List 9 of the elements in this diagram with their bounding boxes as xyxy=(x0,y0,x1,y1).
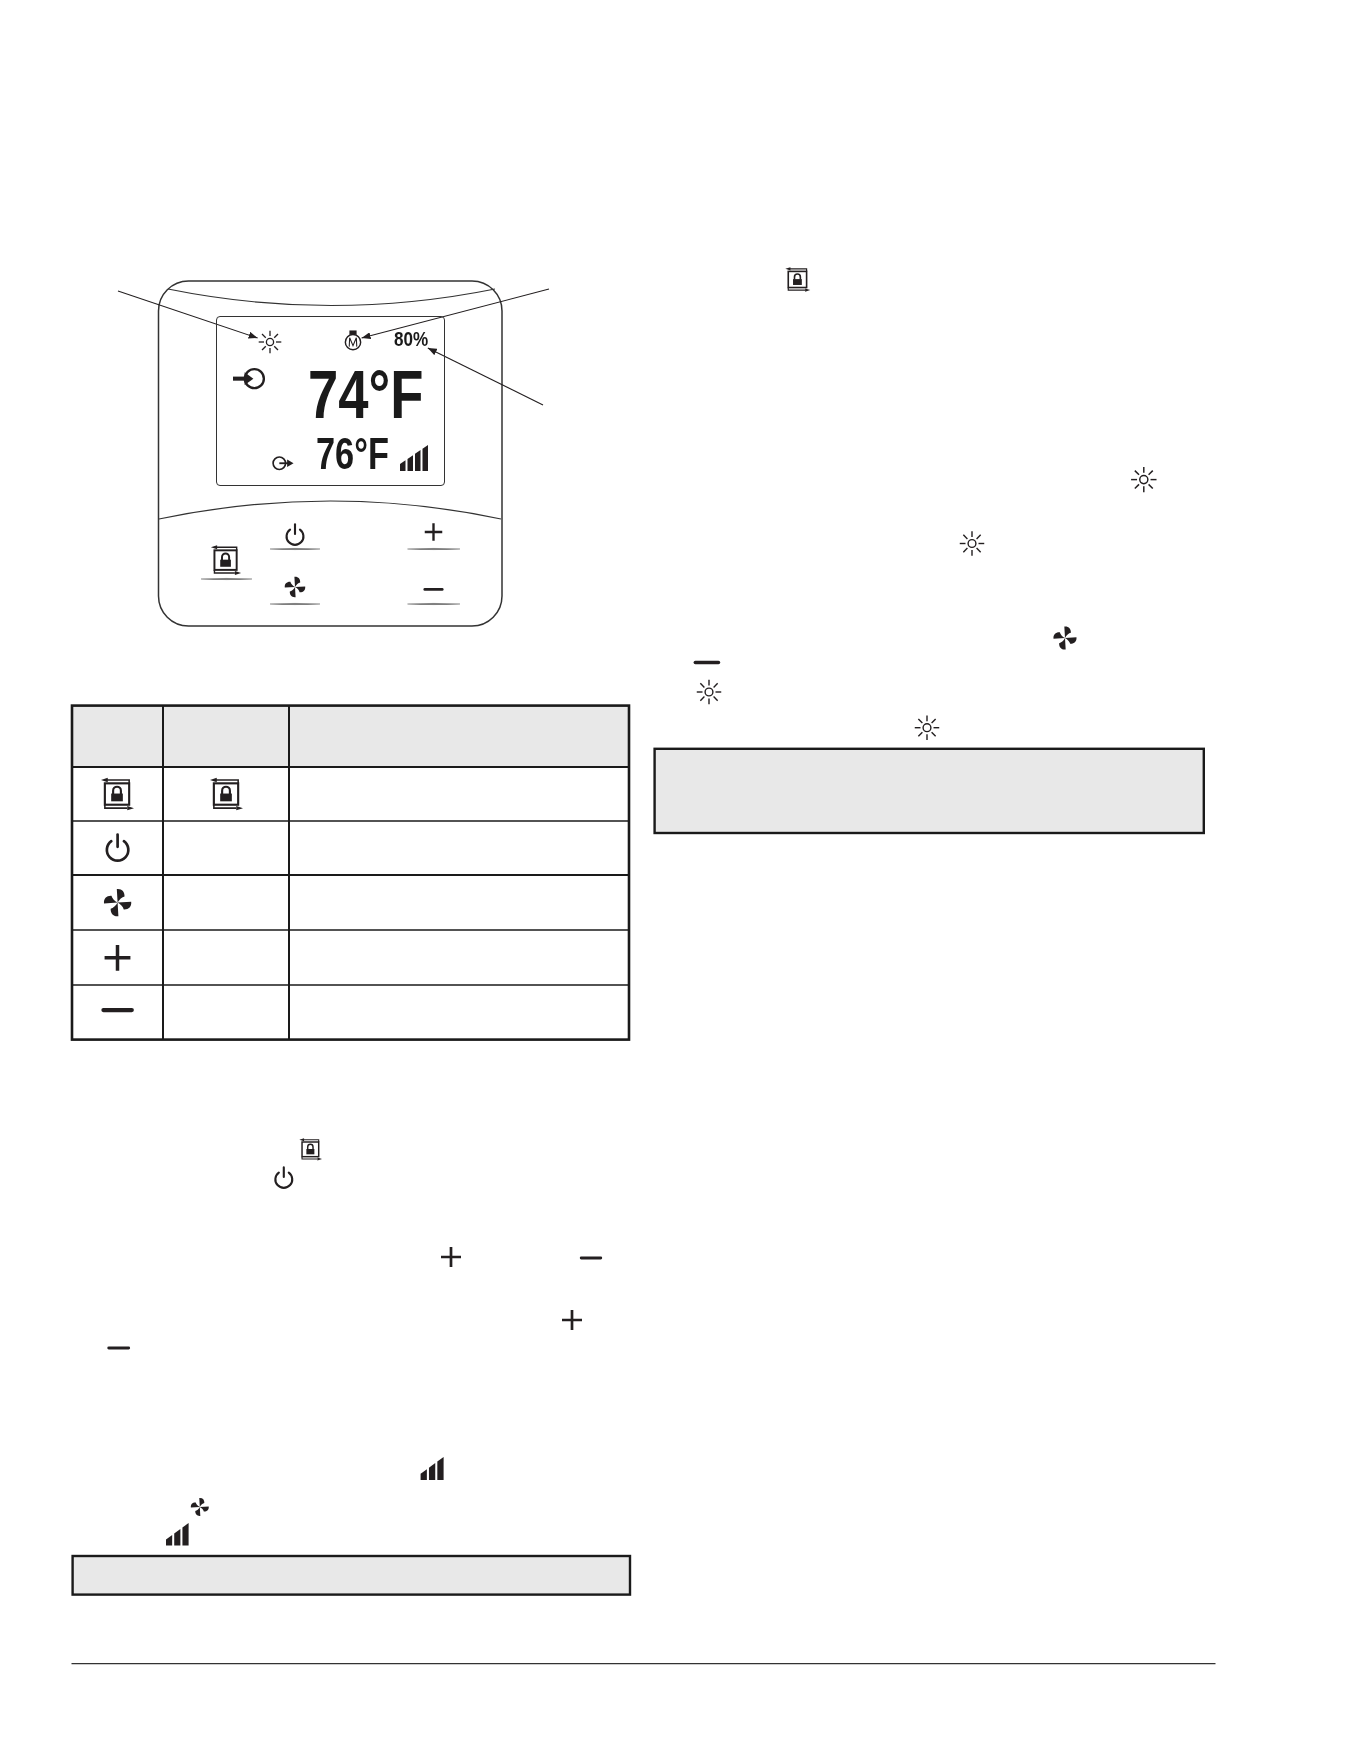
display-screen xyxy=(216,316,445,486)
lower-temperature-reading: 76°F xyxy=(315,432,389,477)
leader-line xyxy=(427,347,544,406)
sun-icon xyxy=(257,330,282,355)
motor-icon xyxy=(343,329,362,352)
leader-line xyxy=(361,288,550,340)
humidity-reading: 80% xyxy=(393,329,428,350)
leader-line xyxy=(117,290,259,339)
temperature-reading: 74°F xyxy=(307,359,424,428)
